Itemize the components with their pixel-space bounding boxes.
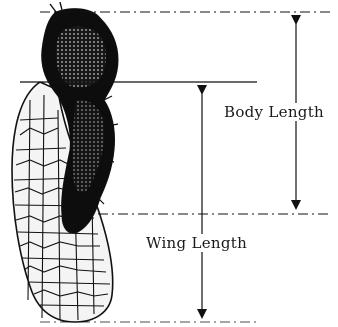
head-texture bbox=[56, 27, 106, 88]
body-length-label: Body Length bbox=[222, 103, 326, 121]
insect-specimen bbox=[12, 2, 118, 322]
wing-length-label: Wing Length bbox=[144, 234, 249, 252]
